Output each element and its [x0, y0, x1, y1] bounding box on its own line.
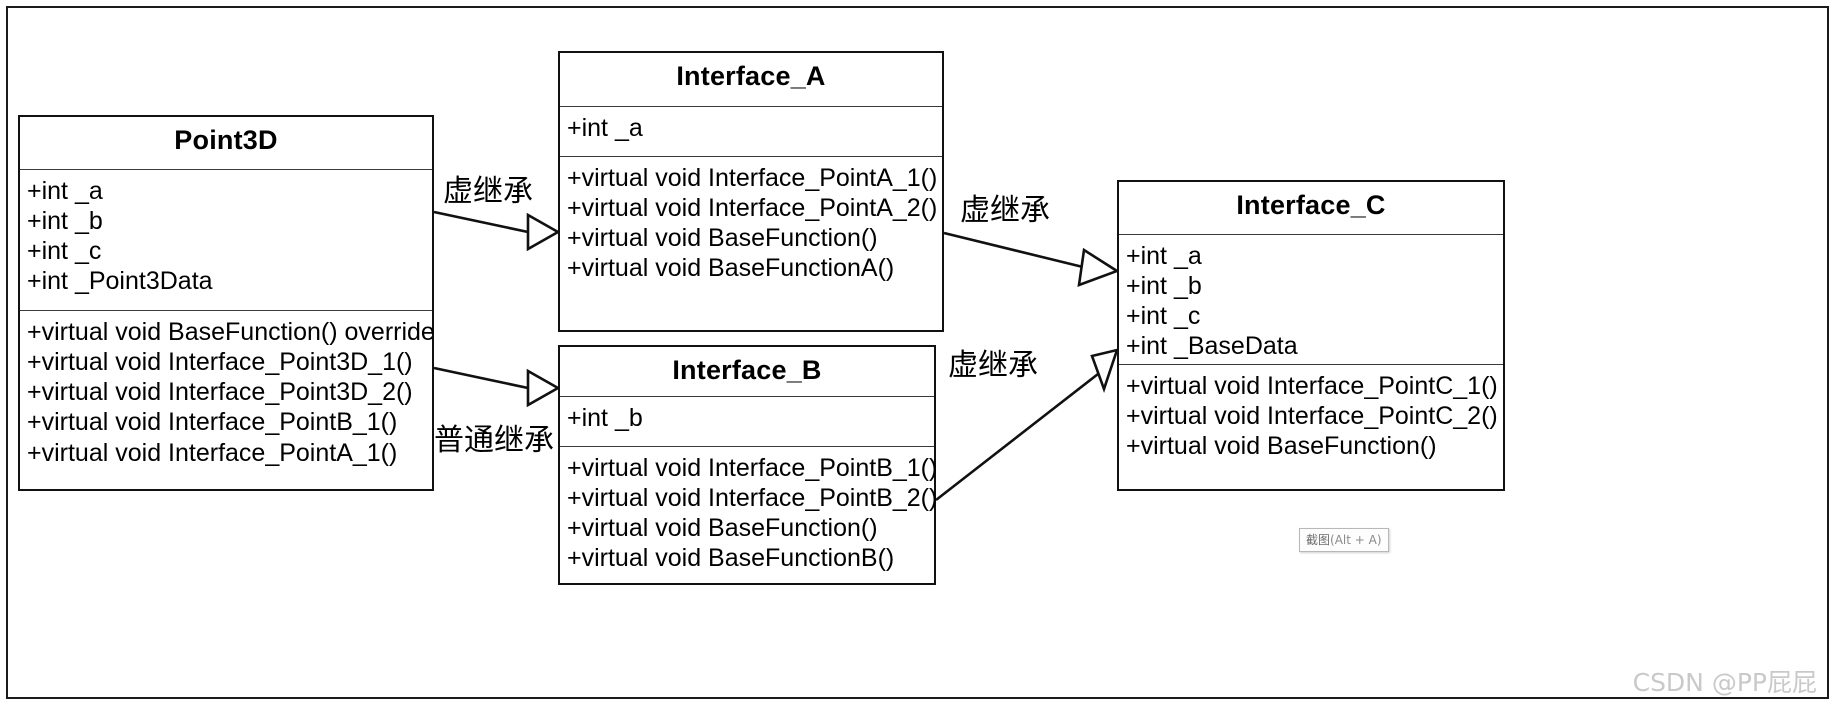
edge-label-interface-b-to-interface-c: 虚继承: [948, 348, 1038, 383]
class-title-interface-b: Interface_B: [560, 347, 934, 397]
method-row: +virtual void Interface_Point3D_2(): [27, 378, 413, 407]
method-row: +virtual void BaseFunctionB(): [567, 544, 895, 573]
attribute-row: +int _b: [27, 207, 103, 236]
class-attributes-point3d: +int _a +int _b +int _c +int _Point3Data: [20, 170, 432, 311]
diagram-outer-frame: [6, 6, 1829, 699]
attribute-row: +int _BaseData: [1126, 332, 1298, 361]
csdn-watermark: CSDN @PP屁屁: [1632, 668, 1817, 697]
method-row: +virtual void BaseFunctionA(): [567, 254, 895, 283]
class-title-point3d: Point3D: [20, 117, 432, 170]
method-row: +virtual void Interface_PointB_1(): [567, 454, 938, 482]
edge-label-interface-a-to-interface-c: 虚继承: [960, 193, 1050, 228]
attribute-row: +int _c: [27, 237, 102, 266]
class-methods-point3d: +virtual void BaseFunction() override +v…: [20, 311, 435, 476]
screenshot-tooltip[interactable]: 截图(Alt + A): [1299, 528, 1389, 552]
class-box-point3d[interactable]: Point3D +int _a +int _b +int _c +int _Po…: [18, 115, 435, 491]
class-attributes-interface-a: +int _a: [560, 107, 942, 157]
screenshot-tooltip-label: 截图: [1306, 533, 1331, 547]
method-row: +virtual void BaseFunction() override: [27, 318, 435, 346]
class-methods-interface-a: +virtual void Interface_PointA_1() +virt…: [560, 157, 942, 292]
attribute-row: +int _b: [1126, 272, 1202, 301]
screenshot-tooltip-shortcut: (Alt + A): [1330, 533, 1382, 547]
class-box-interface-c[interactable]: Interface_C +int _a +int _b +int _c +int…: [1117, 180, 1505, 491]
class-title-interface-c: Interface_C: [1119, 182, 1503, 235]
attribute-row: +int _a: [1126, 242, 1202, 270]
class-methods-interface-c: +virtual void Interface_PointC_1() +virt…: [1119, 365, 1503, 469]
method-row: +virtual void Interface_Point3D_1(): [27, 348, 413, 377]
attribute-row: +int _b: [567, 404, 643, 432]
attribute-row: +int _c: [1126, 302, 1201, 331]
class-box-interface-a[interactable]: Interface_A +int _a +virtual void Interf…: [558, 51, 944, 332]
class-attributes-interface-c: +int _a +int _b +int _c +int _BaseData: [1119, 235, 1503, 365]
class-box-interface-b[interactable]: Interface_B +int _b +virtual void Interf…: [558, 345, 938, 585]
attribute-row: +int _a: [567, 114, 643, 142]
edge-label-point3d-to-interface-a: 虚继承: [443, 174, 533, 209]
method-row: +virtual void Interface_PointC_1(): [1126, 372, 1498, 400]
method-row: +virtual void Interface_PointA_2(): [567, 194, 938, 223]
method-row: +virtual void Interface_PointC_2(): [1126, 402, 1498, 431]
method-row: +virtual void Interface_PointB_1(): [27, 408, 398, 437]
method-row: +virtual void Interface_PointA_1(): [27, 438, 398, 467]
class-attributes-interface-b: +int _b: [560, 397, 934, 447]
class-title-interface-a: Interface_A: [560, 53, 942, 107]
method-row: +virtual void Interface_PointA_1(): [567, 164, 938, 192]
method-row: +virtual void BaseFunction(): [567, 514, 878, 543]
method-row: +virtual void BaseFunction(): [1126, 432, 1437, 461]
class-methods-interface-b: +virtual void Interface_PointB_1() +virt…: [560, 447, 938, 582]
attribute-row: +int _Point3Data: [27, 267, 213, 296]
method-row: +virtual void BaseFunction(): [567, 224, 878, 253]
method-row: +virtual void Interface_PointB_2(): [567, 484, 938, 513]
attribute-row: +int _a: [27, 177, 103, 205]
edge-label-point3d-to-interface-b: 普通继承: [434, 423, 554, 458]
